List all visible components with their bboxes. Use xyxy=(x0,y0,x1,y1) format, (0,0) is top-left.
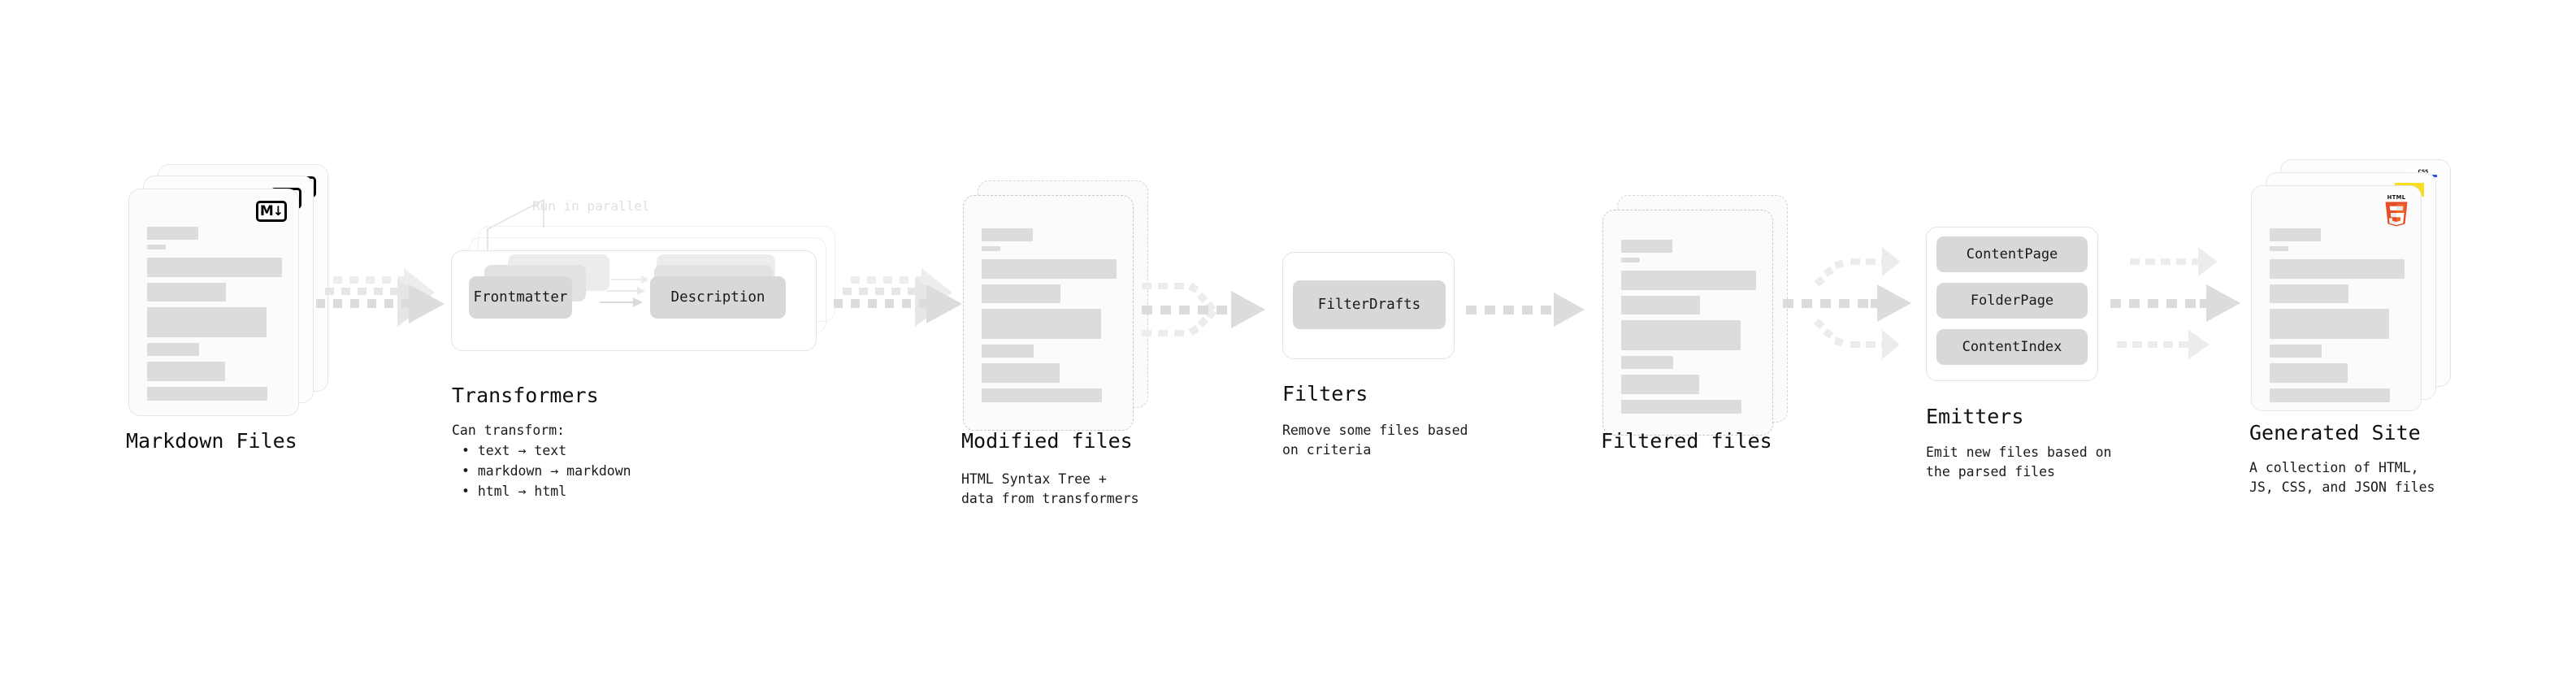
transformers-title: Transformers xyxy=(452,384,599,407)
modified-files-title: Modified files xyxy=(961,429,1133,453)
filters-subtitle-1: Remove some files based xyxy=(1282,423,1468,438)
transformers-bullet-2: • markdown → markdown xyxy=(462,463,631,479)
run-in-parallel-label: Run in parallel xyxy=(532,198,650,214)
filters-subtitle-2: on criteria xyxy=(1282,442,1372,458)
transformer-chip-description[interactable]: Description xyxy=(650,276,786,319)
connector-emitters-to-site xyxy=(2110,247,2240,359)
markdown-files-title: Markdown Files xyxy=(126,429,297,453)
modified-files-subtitle-1: HTML Syntax Tree + xyxy=(961,471,1107,487)
html5-badge: HTML xyxy=(2382,193,2411,228)
emitters-subtitle-2: the parsed files xyxy=(1926,464,2055,479)
markdown-file-card-front: M↓ xyxy=(128,189,299,416)
transformers-subtitle: Can transform: xyxy=(452,423,566,438)
generated-site-title: Generated Site xyxy=(2249,421,2421,445)
markdown-badge-front: M↓ xyxy=(256,201,287,222)
filter-chip-filterdrafts[interactable]: FilterDrafts xyxy=(1293,280,1446,329)
filters-title: Filters xyxy=(1282,382,1368,406)
connector-transformers-to-modified xyxy=(834,268,962,327)
emitters-subtitle-1: Emit new files based on xyxy=(1926,445,2112,460)
connector-filtered-to-emitters xyxy=(1783,247,1911,359)
run-in-parallel-bracket xyxy=(487,198,544,254)
connector-filters-to-filtered xyxy=(1466,293,1585,327)
connector-markdown-to-transformers xyxy=(316,268,445,327)
document-content-bars xyxy=(147,227,282,401)
transformers-bullet-3: • html → html xyxy=(462,484,567,499)
svg-text:HTML: HTML xyxy=(2387,194,2406,201)
site-file-card-html: HTML xyxy=(2251,185,2422,411)
document-content-bars xyxy=(982,228,1117,402)
modified-files-subtitle-2: data from transformers xyxy=(961,491,1139,506)
generated-site-subtitle-2: JS, CSS, and JSON files xyxy=(2249,479,2435,495)
transformer-inner-arrows xyxy=(600,275,649,307)
document-content-bars xyxy=(1621,240,1756,414)
generated-site-subtitle-1: A collection of HTML, xyxy=(2249,460,2419,475)
document-content-bars xyxy=(2270,228,2405,402)
emitters-title: Emitters xyxy=(1926,405,2024,428)
filtered-file-card-front xyxy=(1602,210,1773,436)
filtered-files-title: Filtered files xyxy=(1601,429,1772,453)
transformers-bullet-1: • text → text xyxy=(462,443,567,458)
transformer-chip-frontmatter[interactable]: Frontmatter xyxy=(469,276,572,319)
html5-logo-icon: HTML xyxy=(2385,194,2408,227)
emitter-chip-contentindex[interactable]: ContentIndex xyxy=(1936,329,2088,365)
connector-modified-to-filters xyxy=(1142,283,1265,336)
modified-file-card-front xyxy=(963,195,1134,431)
emitter-chip-contentpage[interactable]: ContentPage xyxy=(1936,236,2088,272)
emitter-chip-folderpage[interactable]: FolderPage xyxy=(1936,283,2088,319)
